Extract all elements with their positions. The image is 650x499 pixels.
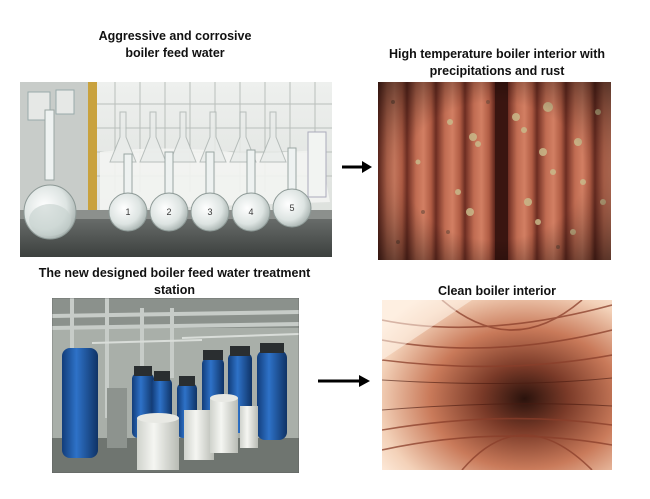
caption-feed-water-line2: boiler feed water xyxy=(125,46,225,60)
caption-clean-boiler: Clean boiler interior xyxy=(382,283,612,300)
arrow-right-icon xyxy=(318,374,370,388)
photo-feed-water-flasks: 1 2 3 4 5 xyxy=(20,82,332,257)
arrow-right-icon xyxy=(342,160,372,174)
flask-label: 4 xyxy=(248,207,253,217)
caption-feed-water-line1: Aggressive and corrosive xyxy=(98,29,252,43)
photo-treatment-station xyxy=(52,298,299,473)
caption-treatment-station-line2: station xyxy=(154,283,195,297)
caption-boiler-rust: High temperature boiler interior with pr… xyxy=(372,46,622,80)
caption-boiler-rust-line2: precipitations and rust xyxy=(429,64,565,78)
flask-label: 2 xyxy=(166,207,171,217)
flask-label: 1 xyxy=(125,207,130,217)
caption-clean-boiler-line1: Clean boiler interior xyxy=(437,284,557,298)
caption-treatment-station: The new designed boiler feed water treat… xyxy=(22,265,327,299)
caption-boiler-rust-line1: High temperature boiler interior with xyxy=(389,47,605,61)
photo-rusted-boiler-interior xyxy=(378,82,611,260)
flask-label: 3 xyxy=(207,207,212,217)
caption-treatment-station-line1: The new designed boiler feed water treat… xyxy=(38,266,311,280)
caption-feed-water: Aggressive and corrosive boiler feed wat… xyxy=(60,28,290,62)
photo-clean-boiler-interior xyxy=(382,300,612,470)
flask-label: 5 xyxy=(289,203,294,213)
